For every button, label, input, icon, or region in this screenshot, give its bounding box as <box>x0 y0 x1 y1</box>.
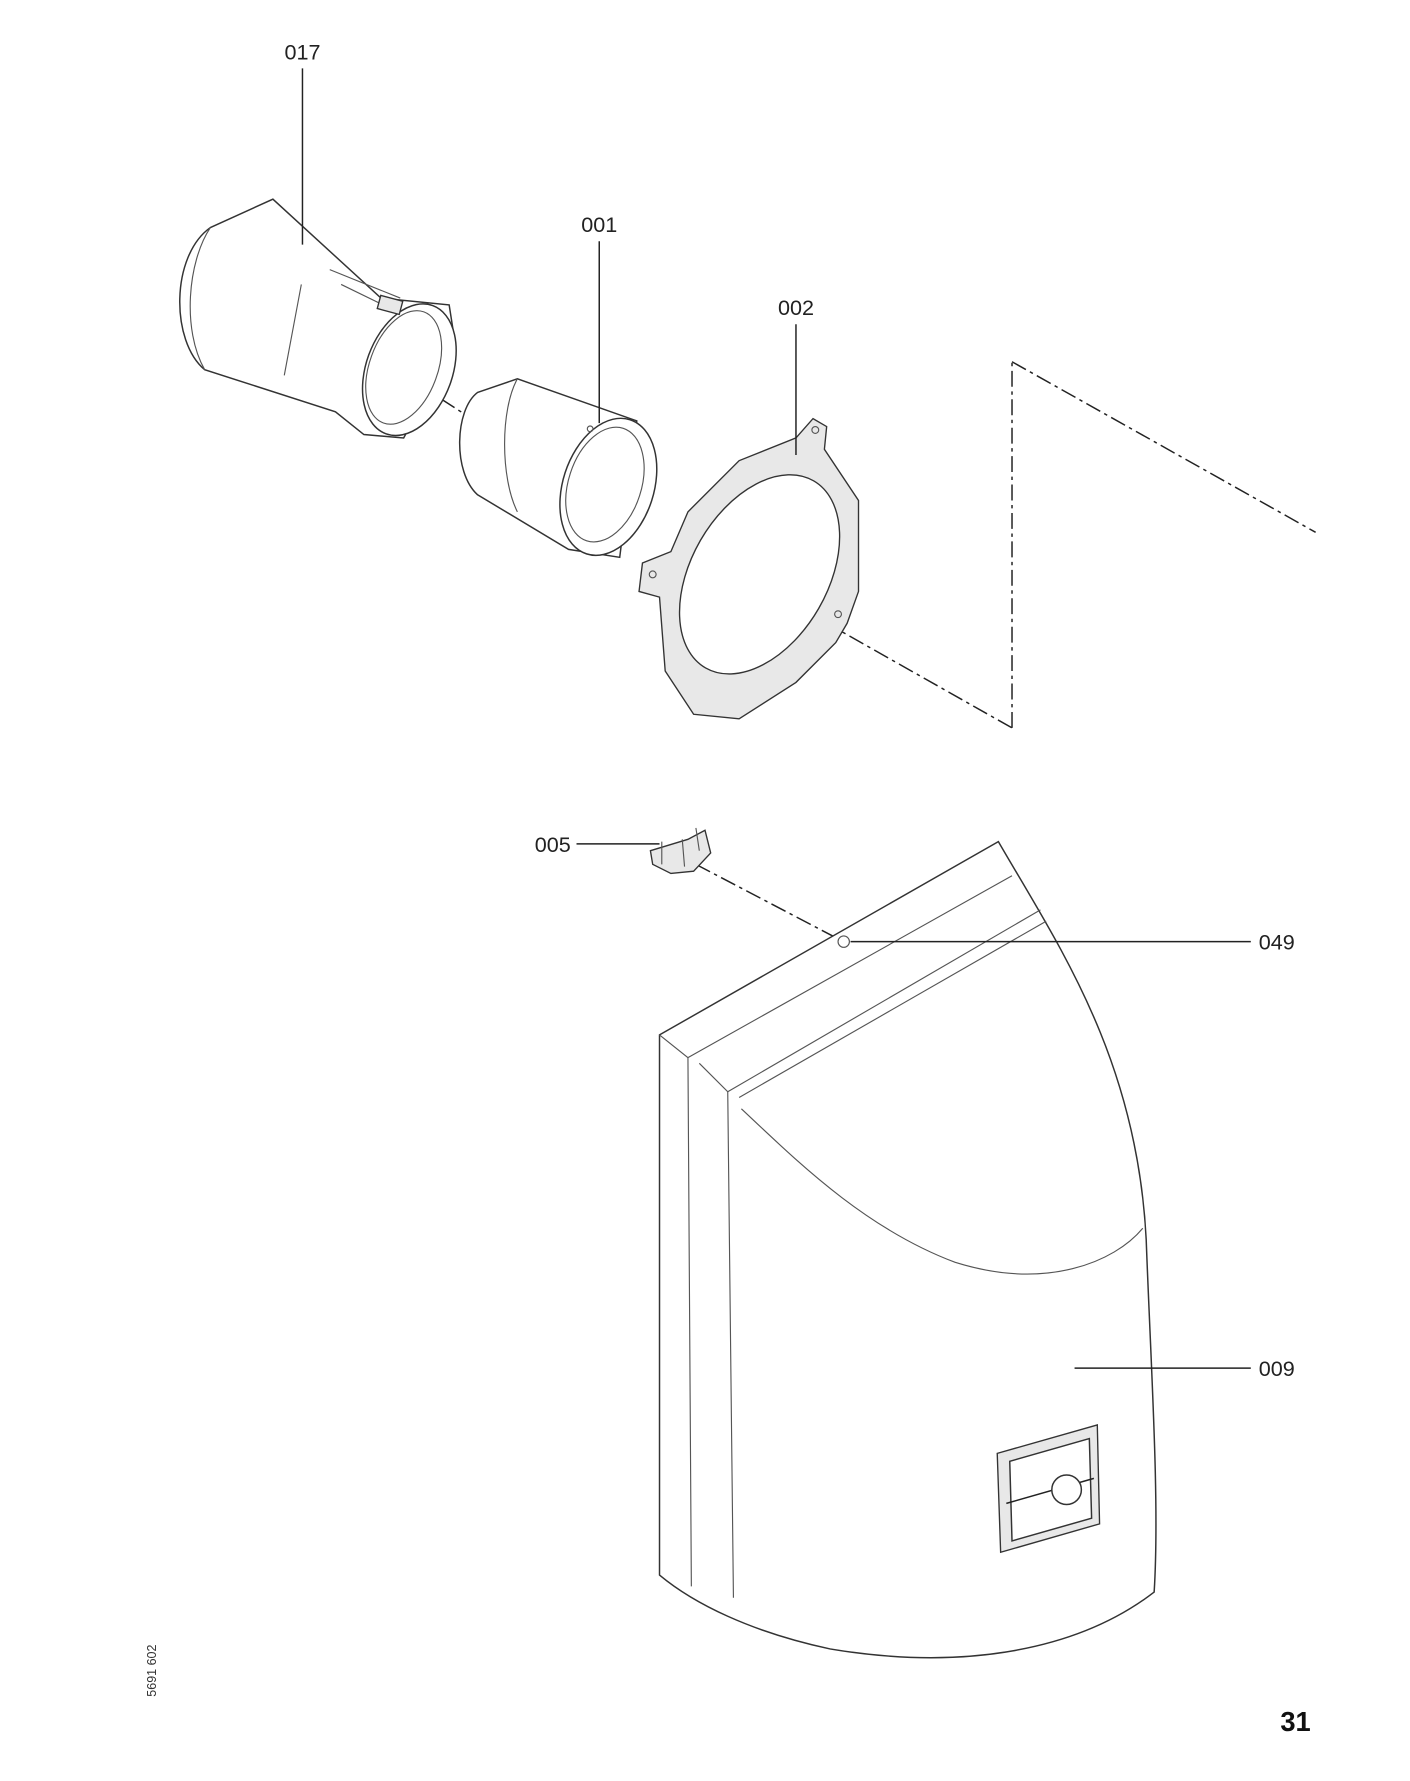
label-002: 002 <box>778 295 814 320</box>
drawing-code: 5691 602 <box>145 1645 159 1697</box>
label-001: 001 <box>581 212 617 237</box>
part-001-nozzle <box>458 378 658 559</box>
page-number: 31 <box>1280 1706 1310 1737</box>
part-005-clip <box>649 827 712 875</box>
label-049: 049 <box>1259 930 1295 955</box>
housing-button <box>996 1424 1101 1554</box>
leader-lines <box>301 68 1251 1369</box>
label-005: 005 <box>535 832 571 857</box>
part-009-housing <box>658 840 1157 1659</box>
label-009: 009 <box>1259 1356 1295 1381</box>
label-017: 017 <box>284 39 320 64</box>
part-002-gasket <box>638 417 860 720</box>
part-017-tube <box>179 198 457 439</box>
